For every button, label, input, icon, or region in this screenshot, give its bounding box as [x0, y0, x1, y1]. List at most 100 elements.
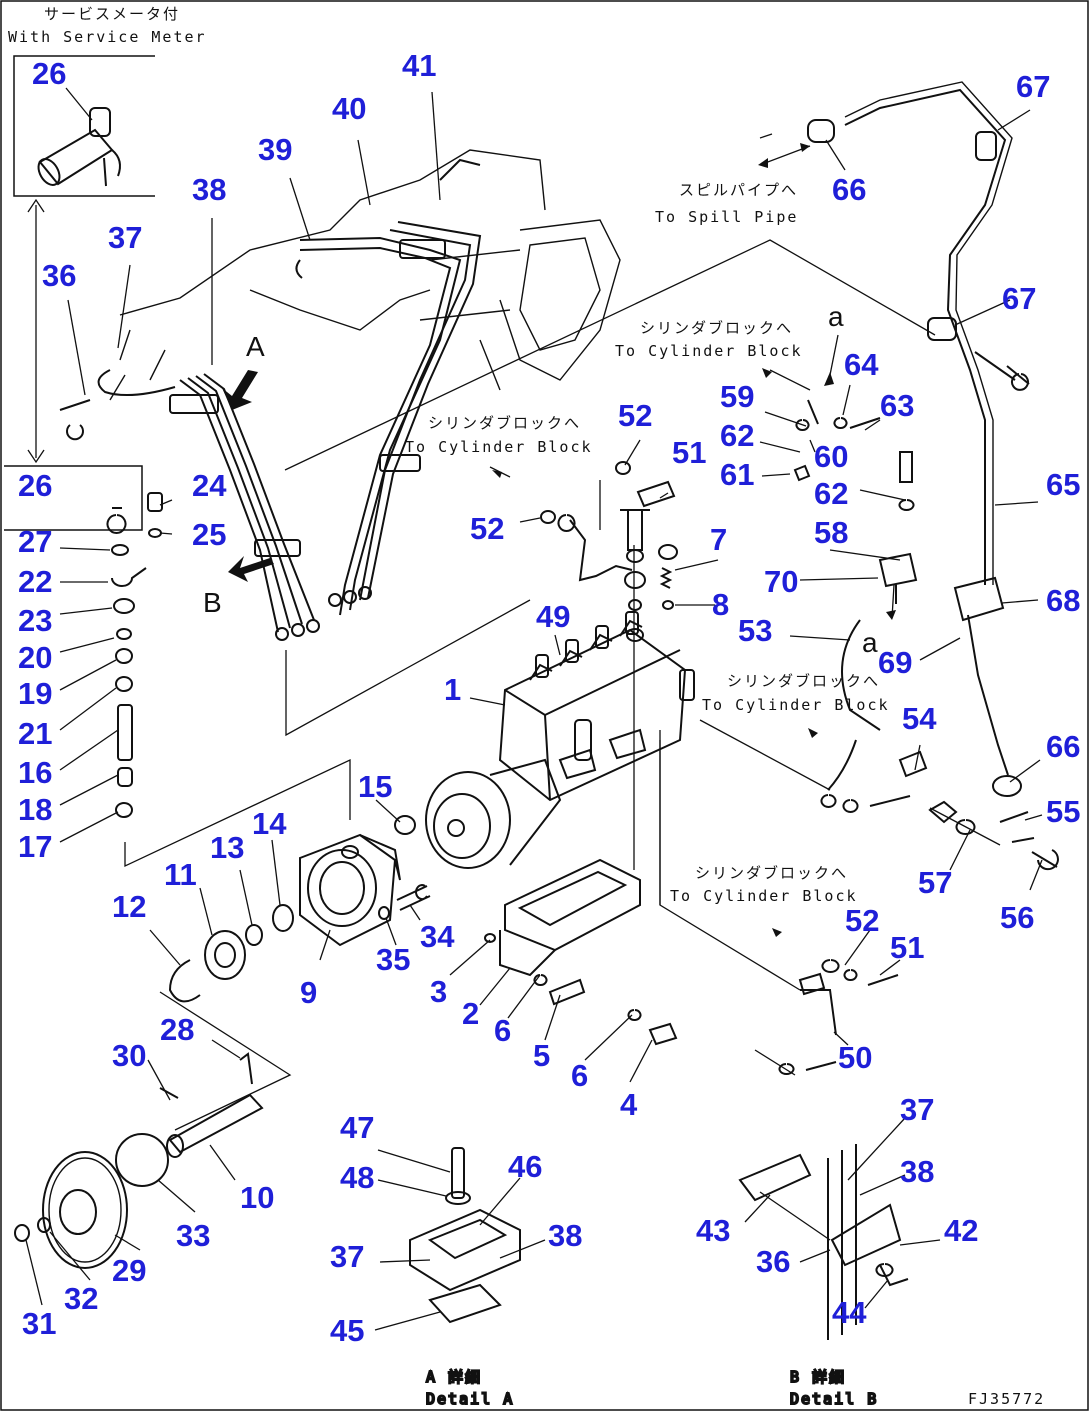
callout-47: 47 — [340, 1110, 374, 1145]
callout-48: 48 — [340, 1160, 374, 1195]
callout-37a: 37 — [108, 220, 142, 255]
callout-44: 44 — [832, 1295, 867, 1330]
callout-39: 39 — [258, 132, 292, 167]
callout-38c: 38 — [900, 1154, 934, 1189]
to-spill-pipe-jp: スピルパイプへ — [679, 181, 798, 199]
callout-3: 3 — [430, 974, 447, 1009]
callout-53: 53 — [738, 613, 772, 648]
callout-69: 69 — [878, 645, 912, 680]
callout-16: 16 — [18, 755, 52, 790]
callout-24: 24 — [192, 468, 227, 503]
callout-57: 57 — [918, 865, 952, 900]
inset-caption-jp: サービスメータ付 — [44, 5, 180, 23]
callout-40: 40 — [332, 91, 366, 126]
callout-6a: 6 — [494, 1013, 511, 1048]
to-cylinder-block-2-jp: シリンダブロックへ — [428, 414, 581, 432]
callout-26b: 26 — [18, 468, 52, 503]
to-cylinder-block-4-jp: シリンダブロックへ — [695, 864, 848, 882]
callout-43: 43 — [696, 1213, 730, 1248]
callout-33: 33 — [176, 1218, 210, 1253]
service-meter-part — [37, 107, 121, 187]
callout-22: 22 — [18, 564, 52, 599]
service-meter-inset: サービスメータ付 With Service Meter — [4, 5, 205, 531]
callout-56: 56 — [1000, 900, 1034, 935]
callout-18: 18 — [18, 792, 52, 827]
callout-20: 20 — [18, 640, 52, 675]
callout-54: 54 — [902, 701, 937, 736]
callout-60: 60 — [814, 439, 848, 474]
to-cylinder-block-1-en: To Cylinder Block — [615, 342, 803, 360]
callout-25: 25 — [192, 517, 226, 552]
callout-23: 23 — [18, 603, 52, 638]
callout-2: 2 — [462, 996, 479, 1031]
callout-8: 8 — [712, 587, 729, 622]
meter-drive-parts — [106, 492, 163, 818]
callout-10: 10 — [240, 1180, 274, 1215]
injection-pipes — [59, 158, 482, 641]
callout-26a: 26 — [32, 56, 66, 91]
callout-64: 64 — [844, 347, 879, 382]
detail-a: A 詳細 Detail A — [409, 1147, 521, 1409]
callout-19: 19 — [18, 676, 52, 711]
ref-a-bottom: a — [862, 627, 878, 658]
callout-36a: 36 — [42, 258, 76, 293]
view-arrows: A B — [203, 331, 274, 618]
drive-housing — [168, 815, 431, 1003]
pump-bracket — [484, 858, 678, 1046]
detail-b-jp: B 詳細 — [790, 1368, 846, 1386]
callout-52c: 52 — [845, 903, 879, 938]
drive-gear — [14, 1052, 264, 1269]
to-cylinder-block-2-en: To Cylinder Block — [405, 438, 593, 456]
injection-pump — [425, 611, 695, 869]
callout-67b: 67 — [1002, 281, 1036, 316]
detail-a-en: Detail A — [426, 1390, 514, 1408]
callout-66a: 66 — [832, 172, 866, 207]
callout-58: 58 — [814, 515, 848, 550]
callout-4: 4 — [620, 1087, 638, 1122]
callout-41: 41 — [402, 48, 436, 83]
routing-lines — [284, 133, 1001, 1076]
callout-45: 45 — [330, 1313, 364, 1348]
callout-7: 7 — [710, 522, 727, 557]
ref-a-top: a — [828, 301, 844, 332]
callout-62a: 62 — [720, 418, 754, 453]
callout-6b: 6 — [571, 1058, 588, 1093]
callout-51a: 51 — [672, 435, 706, 470]
callout-70: 70 — [764, 564, 798, 599]
to-cylinder-block-1-jp: シリンダブロックへ — [640, 319, 793, 337]
engine-outline — [109, 149, 621, 401]
callout-38a: 38 — [192, 172, 226, 207]
arrow-a-label: A — [246, 331, 265, 362]
callout-15: 15 — [358, 769, 392, 804]
callout-12: 12 — [112, 889, 146, 924]
spill-pipe-assembly — [807, 81, 1059, 871]
arrow-b-label: B — [203, 587, 222, 618]
callout-36b: 36 — [756, 1244, 790, 1279]
callout-67a: 67 — [1016, 69, 1050, 104]
callout-68: 68 — [1046, 583, 1080, 618]
callout-42: 42 — [944, 1213, 978, 1248]
callout-65: 65 — [1046, 467, 1080, 502]
callout-61: 61 — [720, 457, 754, 492]
callout-30: 30 — [112, 1038, 146, 1073]
callout-29: 29 — [112, 1253, 146, 1288]
detail-b-en: Detail B — [790, 1390, 878, 1408]
callout-27: 27 — [18, 524, 52, 559]
callout-59: 59 — [720, 379, 754, 414]
detail-b: B 詳細 Detail B — [738, 1144, 909, 1409]
callout-51b: 51 — [890, 930, 924, 965]
to-cylinder-block-3-en: To Cylinder Block — [702, 696, 890, 714]
callout-21: 21 — [18, 716, 52, 751]
callout-62b: 62 — [814, 476, 848, 511]
detail-a-jp: A 詳細 — [426, 1368, 482, 1386]
drawing-code: FJ35772 — [968, 1390, 1045, 1408]
to-cylinder-block-3-jp: シリンダブロックへ — [727, 672, 880, 690]
callout-11: 11 — [164, 857, 197, 892]
callout-9: 9 — [300, 975, 317, 1010]
to-cylinder-block-4-en: To Cylinder Block — [670, 887, 858, 905]
callout-38b: 38 — [548, 1218, 582, 1253]
callout-1: 1 — [444, 672, 461, 707]
